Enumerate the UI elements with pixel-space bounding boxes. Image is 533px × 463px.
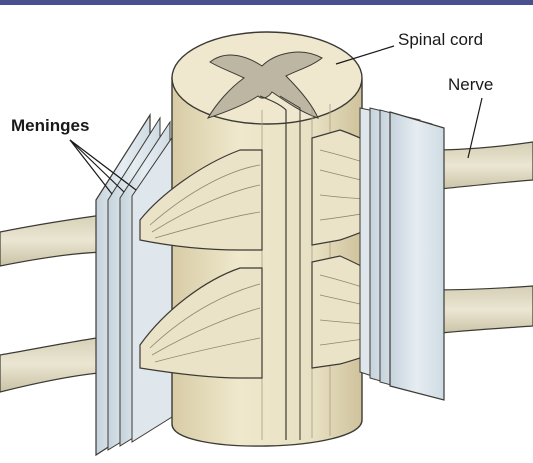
meninges-right — [360, 108, 444, 400]
nerve-left-upper — [0, 214, 110, 266]
meninges-left — [96, 115, 180, 455]
spinal-cord-label: Spinal cord — [398, 30, 483, 50]
meninges-leader-2 — [70, 140, 124, 192]
meninges-label: Meninges — [11, 116, 89, 136]
nerve-left-lower — [0, 336, 110, 392]
nerve-right-upper — [430, 142, 533, 190]
nerve-label: Nerve — [448, 75, 493, 95]
nerve-right-lower — [430, 286, 533, 334]
